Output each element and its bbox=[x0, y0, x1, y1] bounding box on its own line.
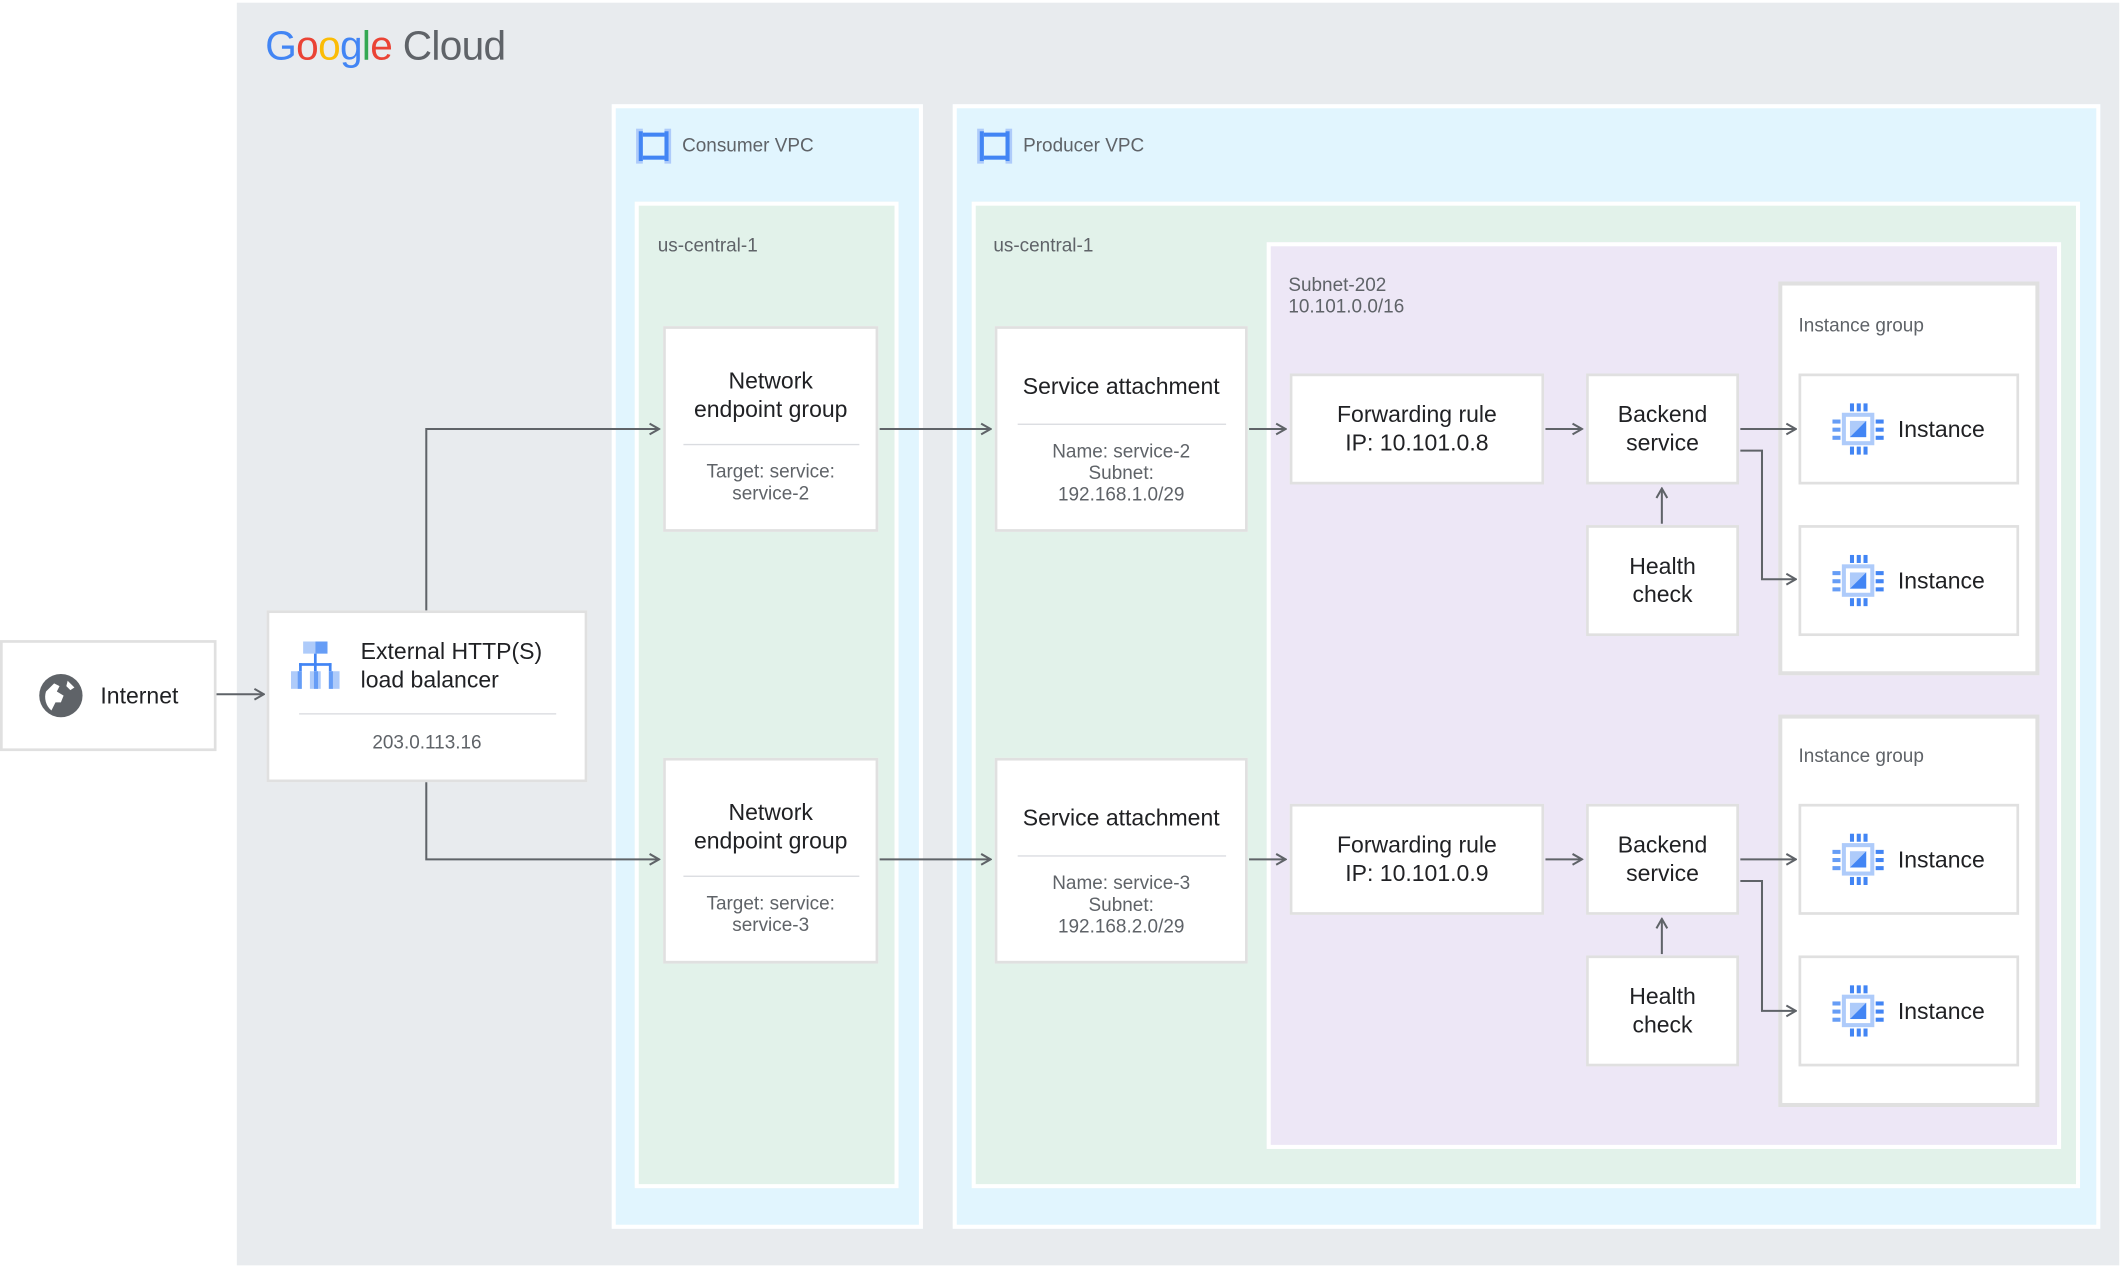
instance-label: Instance bbox=[1897, 846, 1985, 873]
instance-label: Instance bbox=[1897, 567, 1985, 594]
neg-target: Target: service: bbox=[706, 460, 835, 482]
compute-instance-icon bbox=[1832, 985, 1885, 1037]
neg-target: Target: service: bbox=[706, 891, 835, 914]
internet-label: Internet bbox=[100, 682, 179, 709]
compute-instance-icon bbox=[1832, 554, 1885, 607]
instance-3: Instance bbox=[1798, 803, 2020, 915]
arrow-lb-to-neg-2 bbox=[425, 782, 659, 859]
logo-letter: g bbox=[339, 24, 363, 70]
backend-service-label: Backend bbox=[1617, 401, 1708, 428]
neg-service: service-3 bbox=[732, 913, 810, 936]
neg-title: Network endpoint group bbox=[693, 799, 848, 854]
instance-2: Instance bbox=[1798, 525, 2020, 637]
logo-cloud-text: Cloud bbox=[402, 24, 506, 70]
producer-vpc-label: Producer VPC bbox=[1023, 133, 1145, 156]
divider bbox=[682, 443, 859, 446]
service-attachment-1: Service attachment Name: service-2 Subne… bbox=[994, 326, 1248, 532]
health-check-2: Health check bbox=[1586, 955, 1739, 1067]
google-cloud-logo: Google Cloud bbox=[265, 24, 506, 70]
vpc-icon bbox=[977, 128, 1013, 164]
service-attachment-name: Name: service-3 bbox=[1052, 871, 1191, 894]
subnet-name: Subnet-202 bbox=[1288, 273, 1387, 296]
subnet-label: Subnet-202 10.101.0.0/16 bbox=[1288, 273, 1404, 316]
globe-icon bbox=[39, 673, 83, 718]
backend-service-label: service bbox=[1626, 430, 1699, 457]
logo-letter: o bbox=[296, 24, 319, 70]
internet-node: Internet bbox=[0, 640, 217, 752]
compute-instance-icon bbox=[1832, 403, 1885, 455]
divider bbox=[298, 713, 556, 715]
service-attachment-title: Service attachment bbox=[1022, 805, 1220, 831]
instance-4: Instance bbox=[1798, 955, 2020, 1067]
load-balancer-ip: 203.0.113.16 bbox=[372, 730, 482, 753]
health-check-label: Health bbox=[1629, 553, 1696, 580]
divider bbox=[1017, 855, 1226, 857]
consumer-vpc-label: Consumer VPC bbox=[682, 133, 814, 156]
forwarding-rule-title: Forwarding rule bbox=[1336, 832, 1497, 858]
backend-service-1: Backend service bbox=[1586, 373, 1739, 485]
instance-group-label: Instance group bbox=[1798, 744, 1924, 766]
backend-service-2: Backend service bbox=[1586, 803, 1739, 915]
load-balancer-title: External HTTP(S) load balancer bbox=[360, 638, 543, 693]
instance-label: Instance bbox=[1897, 416, 1985, 442]
divider bbox=[1017, 423, 1226, 425]
backend-service-label: service bbox=[1626, 860, 1699, 887]
producer-region-label: us-central-1 bbox=[993, 234, 1094, 256]
forwarding-rule-1: Forwarding rule IP: 10.101.0.8 bbox=[1289, 373, 1545, 485]
logo-letter: e bbox=[370, 24, 393, 70]
forwarding-rule-2: Forwarding rule IP: 10.101.0.9 bbox=[1289, 803, 1545, 915]
service-attachment-subnet-label: Subnet: bbox=[1088, 893, 1154, 915]
service-attachment-subnet: 192.168.2.0/29 bbox=[1057, 914, 1185, 937]
arrow-backend-1-to-instance-2 bbox=[1740, 449, 1795, 580]
logo-letter: o bbox=[318, 24, 341, 70]
network-endpoint-group-2: Network endpoint group Target: service: … bbox=[663, 757, 879, 964]
logo-letter: l bbox=[361, 24, 371, 70]
instance-label: Instance bbox=[1897, 998, 1985, 1024]
neg-title: Network endpoint group bbox=[693, 368, 848, 423]
neg-service: service-2 bbox=[732, 481, 810, 504]
instance-group-label: Instance group bbox=[1798, 313, 1924, 336]
health-check-label: Health bbox=[1629, 983, 1696, 1010]
compute-instance-icon bbox=[1832, 833, 1885, 886]
forwarding-rule-ip: IP: 10.101.0.8 bbox=[1345, 430, 1489, 457]
subnet-cidr: 10.101.0.0/16 bbox=[1288, 295, 1405, 317]
backend-service-label: Backend bbox=[1617, 832, 1708, 858]
instance-1: Instance bbox=[1798, 373, 2020, 485]
logo-letter: G bbox=[265, 24, 297, 70]
arrow-lb-to-neg-1 bbox=[425, 429, 659, 611]
external-load-balancer: External HTTP(S) load balancer 203.0.113… bbox=[266, 610, 588, 783]
health-check-1: Health check bbox=[1586, 525, 1739, 637]
load-balancer-icon bbox=[290, 641, 340, 689]
consumer-region-label: us-central-1 bbox=[657, 234, 758, 256]
health-check-label: check bbox=[1632, 581, 1693, 608]
service-attachment-2: Service attachment Name: service-3 Subne… bbox=[994, 757, 1248, 964]
health-check-label: check bbox=[1632, 1012, 1693, 1038]
forwarding-rule-ip: IP: 10.101.0.9 bbox=[1345, 860, 1489, 887]
service-attachment-title: Service attachment bbox=[1022, 373, 1220, 400]
arrow-backend-2-to-instance-4 bbox=[1740, 879, 1795, 1011]
network-endpoint-group-1: Network endpoint group Target: service: … bbox=[663, 326, 879, 532]
vpc-icon bbox=[636, 128, 672, 164]
forwarding-rule-title: Forwarding rule bbox=[1336, 401, 1497, 428]
service-attachment-name: Name: service-2 bbox=[1052, 439, 1191, 462]
service-attachment-subnet: 192.168.1.0/29 bbox=[1057, 483, 1185, 505]
service-attachment-subnet-label: Subnet: bbox=[1088, 461, 1154, 484]
divider bbox=[682, 875, 859, 877]
